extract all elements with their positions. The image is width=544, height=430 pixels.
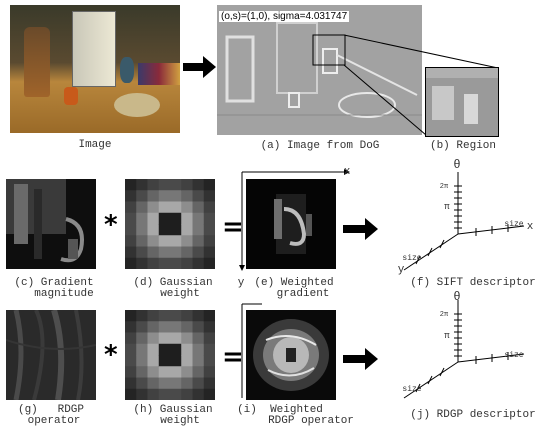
j-caption: (j) RDGP descriptor xyxy=(410,409,536,421)
h-caption-2: weight xyxy=(160,415,200,427)
size-y-label: size xyxy=(402,254,422,263)
two-pi-label: 2π xyxy=(439,183,449,191)
axes-weighted-rdgp xyxy=(241,303,262,398)
photo-statue xyxy=(24,27,50,97)
photo-jar xyxy=(64,87,78,105)
h-caption-1: (h) Gaussian xyxy=(133,404,213,416)
rdgp-descriptor-axes xyxy=(403,300,525,399)
size-x-label-2: size xyxy=(504,351,524,360)
x-label-3d: x xyxy=(526,221,534,233)
sift-descriptor-axes xyxy=(403,172,525,271)
gaussian-weight-image-2 xyxy=(125,310,215,400)
weighted-rdgp-image xyxy=(246,310,336,400)
i-caption-2: RDGP operator xyxy=(268,415,354,427)
theta-label: θ xyxy=(453,158,461,172)
gradient-magnitude-image xyxy=(6,179,96,269)
c-caption-2: magnitude xyxy=(34,288,94,300)
i-caption-1: (i) Weighted xyxy=(237,404,323,416)
right-arrow-icon xyxy=(343,218,378,240)
axes-weighted-gradient xyxy=(239,169,350,271)
size-x-label: size xyxy=(504,220,524,229)
g-caption-2: operator xyxy=(27,415,81,427)
size-y-label-2: size xyxy=(402,385,422,394)
right-arrow-icon xyxy=(183,56,216,78)
y-axis-label: y xyxy=(237,277,245,289)
dog-caption: (a) Image from DoG xyxy=(260,140,380,152)
original-photo xyxy=(10,5,180,133)
image-caption: Image xyxy=(78,139,112,151)
dog-overlay-label: (o,s)=(1,0), sigma=4.031747 xyxy=(219,11,350,22)
d-caption-2: weight xyxy=(160,288,200,300)
photo-vase xyxy=(120,57,134,83)
two-pi-label-2: 2π xyxy=(439,311,449,319)
convolution-operator: * xyxy=(104,340,118,370)
rdgp-operator-image xyxy=(6,310,96,400)
c-caption-1: (c) Gradient xyxy=(14,277,94,289)
e-caption-1: (e) Weighted xyxy=(254,277,334,289)
region-caption: (b) Region xyxy=(429,140,496,152)
theta-label-2: θ xyxy=(453,290,461,304)
zoom-lines xyxy=(343,34,499,136)
equals-operator: = xyxy=(222,342,244,372)
g-caption-1: (g) RDGP xyxy=(17,404,84,416)
photo-book xyxy=(72,11,116,87)
equals-operator: = xyxy=(222,212,244,242)
pi-label-2: π xyxy=(444,331,450,341)
y-label-3d: y xyxy=(397,264,405,276)
photo-bowl xyxy=(114,93,160,117)
gaussian-weight-image xyxy=(125,179,215,269)
f-caption: (f) SIFT descriptor xyxy=(410,277,536,289)
e-caption-2: gradient xyxy=(276,288,330,300)
d-caption-1: (d) Gaussian xyxy=(133,277,213,289)
dog-image: (o,s)=(1,0), sigma=4.031747 xyxy=(217,5,422,135)
x-axis-label: x xyxy=(343,166,351,178)
right-arrow-icon xyxy=(343,348,378,370)
photo-cloth xyxy=(138,63,180,85)
weighted-gradient-image xyxy=(246,179,336,269)
convolution-operator: * xyxy=(104,210,118,240)
pi-label: π xyxy=(444,202,450,212)
region-image xyxy=(425,67,499,137)
